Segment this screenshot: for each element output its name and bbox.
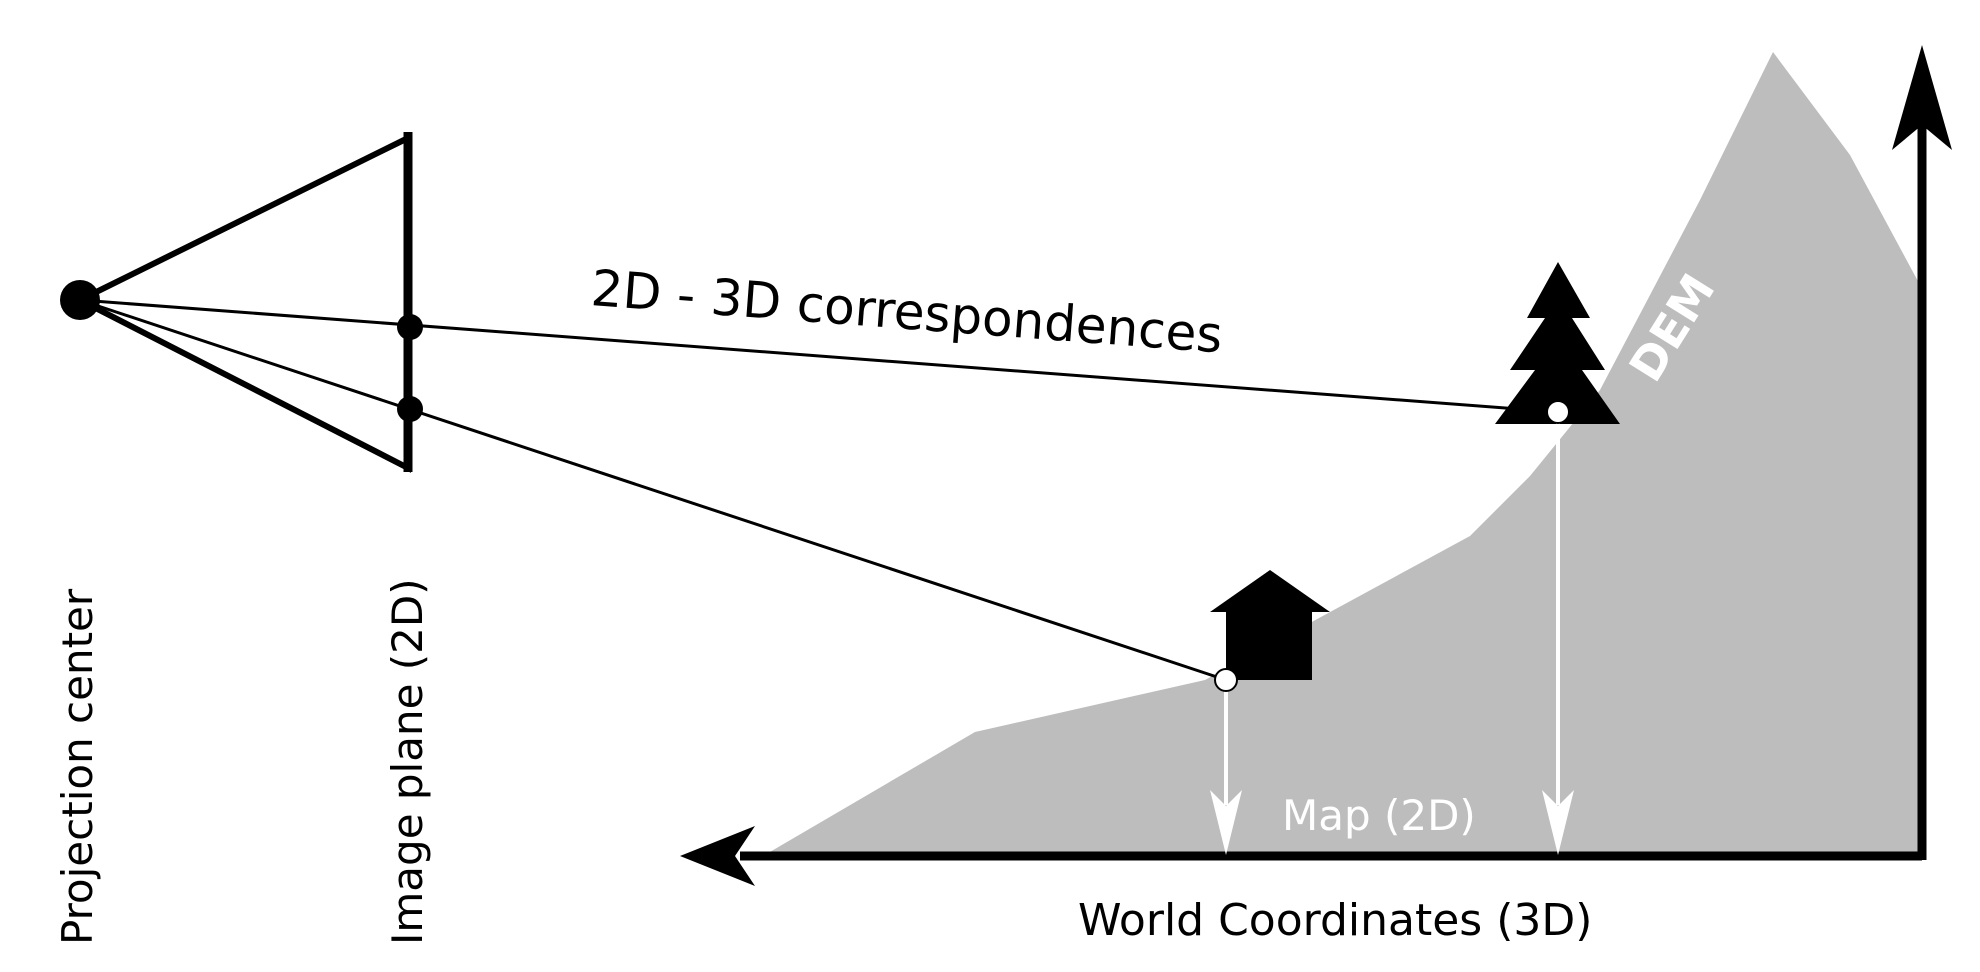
projection-center-point	[60, 280, 100, 320]
world-coordinates-label: World Coordinates (3D)	[1078, 895, 1592, 946]
image-plane-label: Image plane (2D)	[383, 578, 432, 945]
world-point-tree	[1546, 400, 1570, 424]
image-point-tree	[397, 314, 423, 340]
map-arrowhead-house	[1210, 790, 1242, 855]
tree-icon	[1495, 262, 1620, 424]
ray-to-house	[79, 298, 1227, 682]
projection-center-label: Projection center	[53, 588, 102, 945]
terrain-dem	[763, 52, 1920, 856]
map-arrowhead-tree	[1542, 790, 1574, 855]
z-axis-arrowhead	[1892, 45, 1952, 150]
image-point-house	[397, 396, 423, 422]
house-icon	[1210, 570, 1330, 680]
correspondences-label: 2D - 3D correspondences	[589, 259, 1224, 364]
x-axis-arrowhead	[680, 826, 755, 886]
ray-to-tree	[79, 298, 1559, 414]
world-point-house	[1214, 668, 1238, 692]
map-label: Map (2D)	[1282, 791, 1476, 840]
